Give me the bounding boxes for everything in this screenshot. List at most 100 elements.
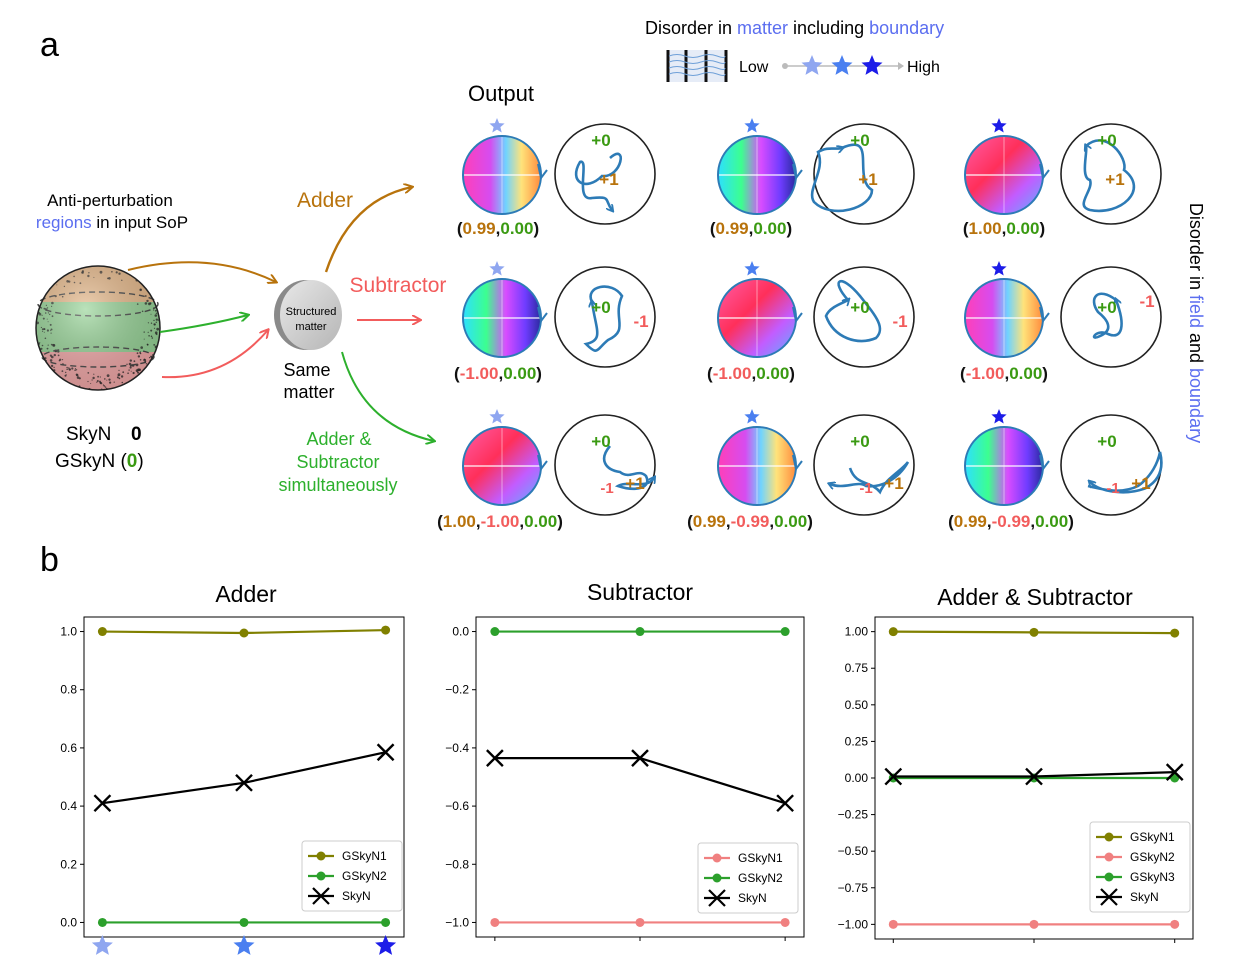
y-tick-label: −1.00	[838, 917, 869, 931]
spectrum-disk	[462, 426, 548, 506]
panel-a-label: a	[40, 26, 59, 64]
charge-label: +0	[850, 432, 869, 451]
legend-marker	[712, 873, 722, 883]
legend-item: GSkyN3	[1096, 870, 1175, 884]
trajectory-path	[1082, 139, 1136, 213]
y-tick-label: −0.50	[838, 844, 869, 858]
input-sop-sphere	[35, 265, 161, 391]
y-tick-label: −1.0	[445, 915, 469, 929]
charge-label: -1	[600, 480, 613, 497]
data-point	[780, 917, 790, 927]
charge-label: +1	[884, 474, 903, 493]
series-gskyn2	[888, 919, 1180, 929]
output-value-label: (0.99,-0.99,0.00)	[687, 512, 813, 531]
trajectory-path	[810, 143, 874, 213]
legend-label: SkyN	[1130, 890, 1159, 904]
data-point	[1170, 919, 1180, 929]
both-label-1: Adder &	[306, 429, 371, 449]
legend-marker	[312, 887, 330, 905]
legend-label: GSkyN2	[1130, 850, 1175, 864]
spectrum-disk	[964, 278, 1050, 358]
trajectory-path	[574, 152, 622, 210]
data-point	[888, 627, 898, 637]
output-arrow-both	[341, 351, 434, 441]
star-dark-icon	[861, 55, 883, 75]
y-tick-label: 1.00	[845, 625, 869, 639]
spectrum-disk	[964, 426, 1050, 506]
charge-label: -1	[1139, 292, 1154, 311]
legend-item: SkyN	[704, 889, 767, 907]
panel-b-label: b	[40, 541, 59, 579]
trajectory-path	[583, 285, 624, 352]
star-light-icon	[801, 55, 823, 75]
charge-label: +0	[591, 131, 610, 150]
subtractor-label: Subtractor	[350, 274, 447, 297]
data-point	[93, 794, 112, 813]
disorder-star-icon	[744, 261, 760, 276]
series-skyn	[884, 763, 1184, 786]
charge-label: +1	[1105, 170, 1124, 189]
trajectory-path	[1092, 292, 1123, 339]
trajectory-path	[824, 279, 882, 343]
charge-label: +1	[1131, 474, 1150, 493]
spectrum-disk	[462, 135, 548, 215]
sphere-title-line1: Anti-perturbation	[47, 191, 173, 210]
y-tick-label: 0.0	[452, 625, 469, 639]
y-tick-label: −0.8	[445, 857, 469, 871]
y-tick-label: 0.75	[845, 661, 869, 675]
legend-label: SkyN	[738, 891, 767, 905]
trajectory-circle	[554, 123, 656, 225]
y-tick-label: −0.25	[838, 808, 869, 822]
output-cell: +0-1+1(0.99,-0.99,0.00)	[948, 409, 1163, 531]
chart-both-title: Adder & Subtractor	[937, 584, 1133, 610]
legend-label: GSkyN1	[342, 849, 387, 863]
charge-label: +1	[625, 474, 644, 493]
data-point	[884, 767, 903, 786]
trajectory-path	[602, 445, 654, 490]
structured-matter-label-2: matter	[295, 321, 327, 333]
data-point	[486, 749, 504, 767]
output-title: Output	[468, 81, 534, 106]
output-cell: +0-1(-1.00,0.00)	[454, 261, 656, 383]
data-point	[1165, 763, 1184, 781]
legend-high-label: High	[907, 59, 940, 76]
disorder-star-icon	[489, 409, 505, 424]
data-point	[97, 627, 107, 637]
spectrum-disk	[717, 426, 803, 506]
star-medium-icon	[831, 55, 853, 75]
charge-label: +0	[1097, 432, 1116, 451]
spectrum-disk	[717, 135, 803, 215]
legend-box	[301, 840, 403, 912]
output-cell: +0-1(-1.00,0.00)	[960, 261, 1162, 383]
legend-marker	[708, 889, 726, 907]
structured-matter-label-1: Structured	[286, 306, 337, 318]
disorder-star-icon	[991, 118, 1007, 133]
data-point	[1025, 767, 1043, 786]
both-label-3: simultaneously	[278, 475, 397, 495]
data-point	[780, 627, 790, 637]
legend-item: GSkyN1	[1096, 830, 1175, 844]
charge-label: +0	[1097, 298, 1116, 317]
output-value-label: (-1.00,0.00)	[707, 364, 795, 383]
input-arrow-both	[159, 315, 248, 333]
y-tick-label: 0.50	[845, 698, 869, 712]
legend-marker	[316, 871, 326, 881]
star-medium-tick-icon	[233, 935, 255, 955]
disorder-star-icon	[489, 261, 505, 276]
output-cell: +0-1+1(0.99,-0.99,0.00)	[687, 409, 915, 531]
legend-marker	[712, 853, 722, 863]
y-tick-label: −0.2	[445, 683, 469, 697]
legend-low-label: Low	[739, 59, 769, 76]
data-point	[776, 794, 794, 813]
data-point	[631, 749, 649, 767]
data-point	[239, 628, 249, 638]
output-value-label: (0.99,-0.99,0.00)	[948, 512, 1074, 531]
trajectory-path	[830, 461, 910, 495]
y-tick-label: 0.6	[60, 741, 77, 755]
legend-item: GSkyN2	[1096, 850, 1175, 864]
trajectory-circle	[813, 266, 915, 368]
charge-label: -1	[892, 312, 907, 331]
